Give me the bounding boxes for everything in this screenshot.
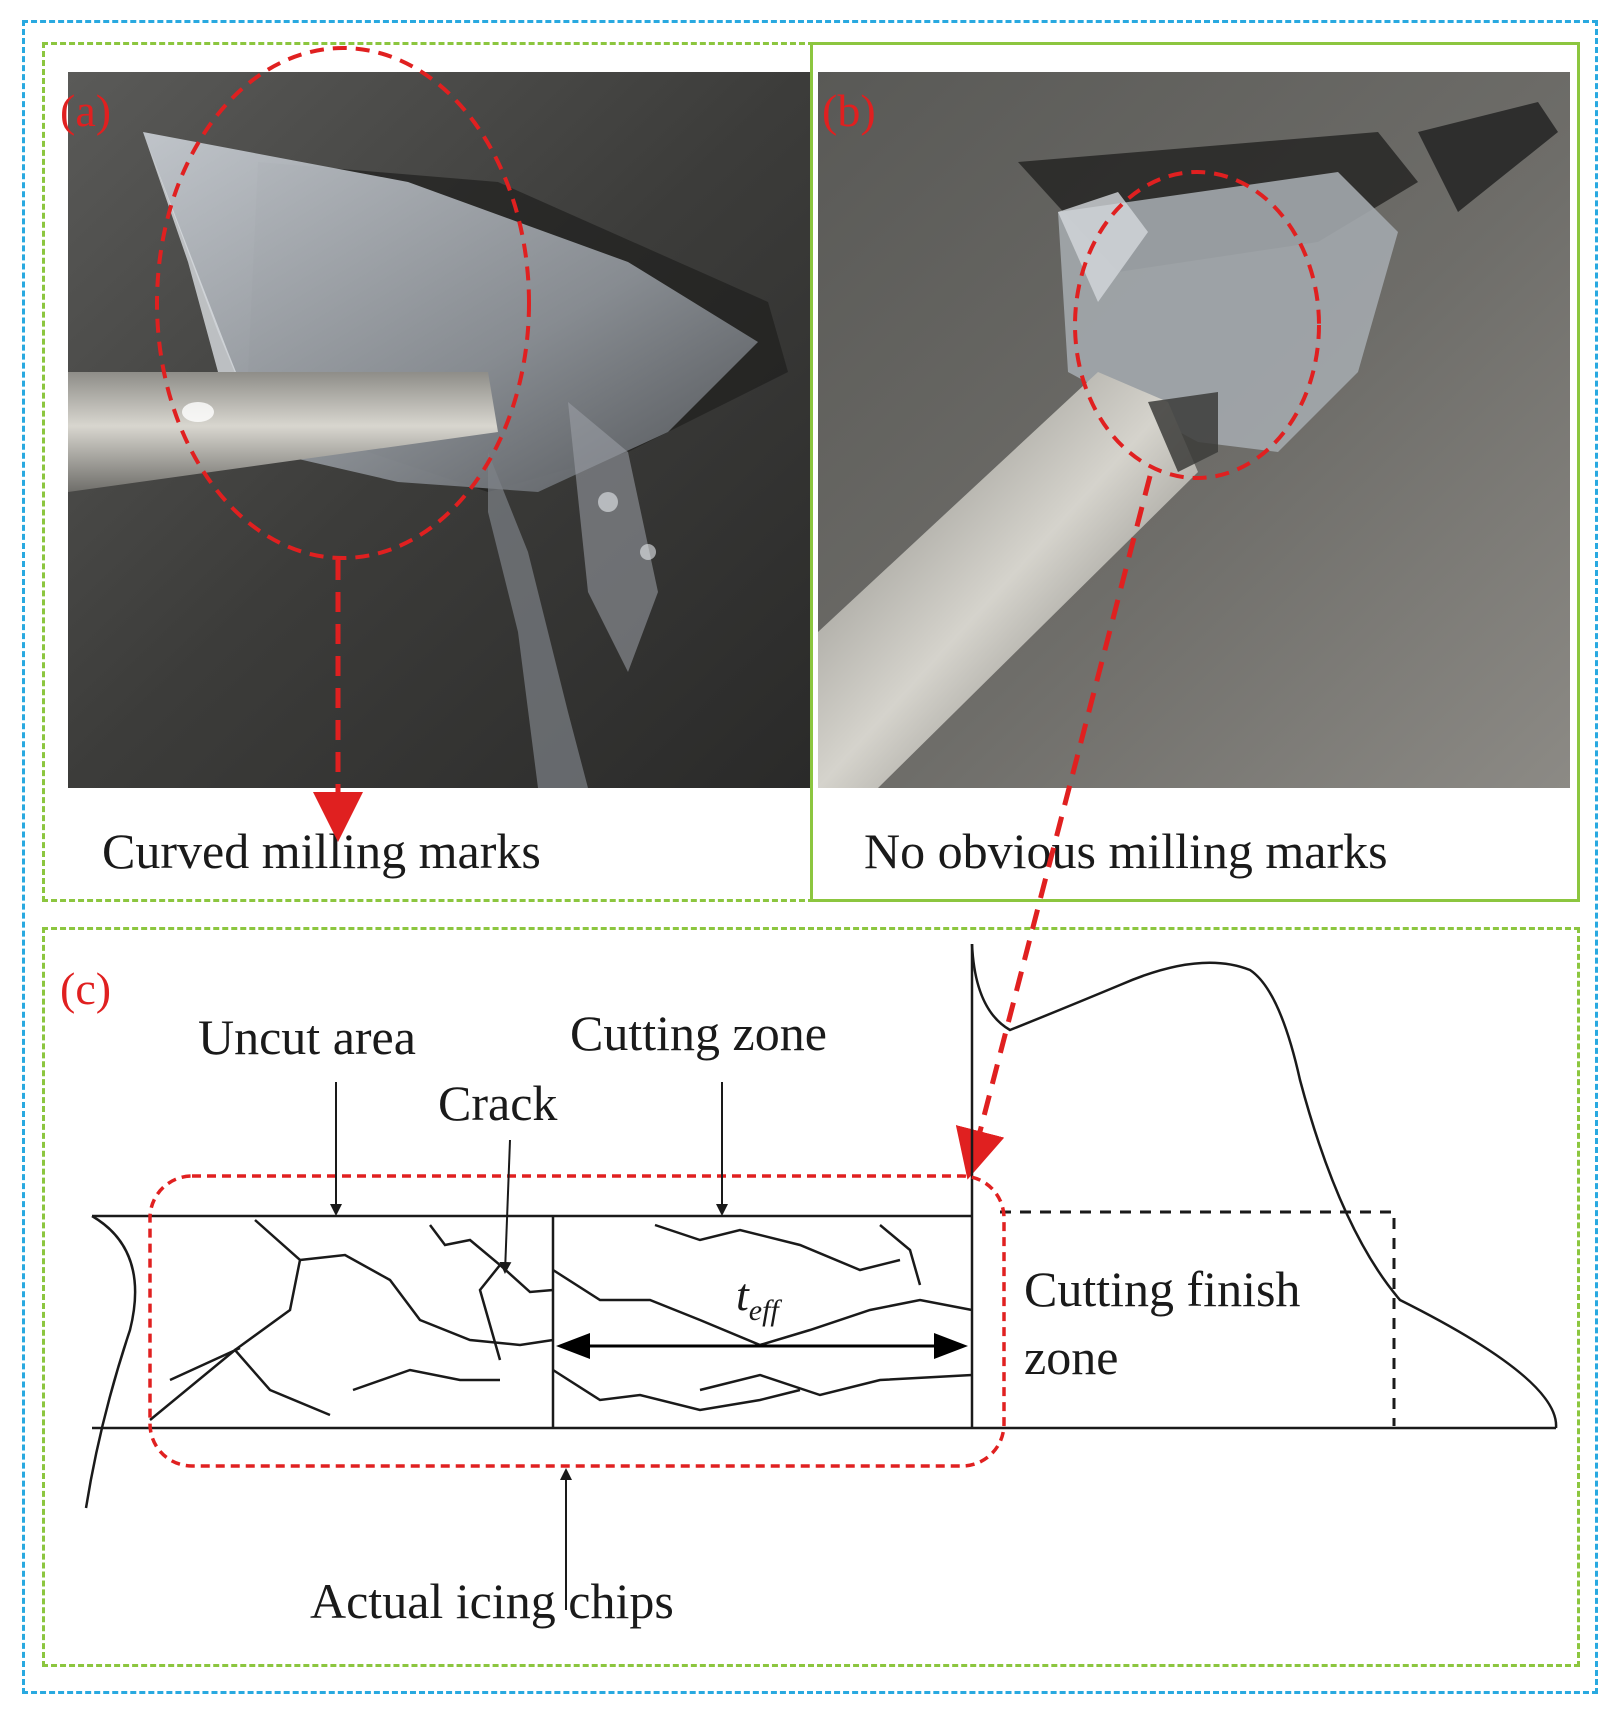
photo-a [68, 72, 810, 788]
label-uncut-area: Uncut area [198, 1009, 416, 1065]
photo-b [818, 72, 1570, 788]
panel-b-caption: No obvious milling marks [864, 823, 1388, 879]
t-eff-arrow-right [934, 1333, 968, 1359]
highlight-ellipse-b [1073, 170, 1321, 480]
t-eff-arrow-left [556, 1333, 590, 1359]
arrow-b-to-diagram [955, 475, 1153, 1180]
panel-b-label: (b) [822, 85, 876, 136]
panel-a-label: (a) [60, 85, 112, 136]
actual-chips-outline [148, 1174, 1006, 1468]
arrow-crack [499, 1139, 512, 1274]
label-actual-chips: Actual icing chips [310, 1573, 674, 1629]
figure-outer-frame [22, 20, 1598, 1694]
label-cutting-zone: Cutting zone [570, 1005, 827, 1061]
panel-c-frame [42, 927, 1580, 1667]
t-eff-base: t [736, 1269, 749, 1320]
highlight-ellipse-a [155, 46, 531, 560]
label-finish-zone-line2: zone [1024, 1329, 1119, 1385]
finish-zone-outline [1000, 1210, 1396, 1426]
label-crack: Crack [438, 1075, 558, 1131]
panel-b-frame [810, 42, 1580, 902]
label-t-eff: teff [736, 1269, 779, 1328]
label-finish-zone-line1: Cutting finish [1024, 1261, 1301, 1317]
t-eff-subscript: eff [748, 1294, 779, 1328]
panel-c-label: (c) [60, 963, 112, 1014]
